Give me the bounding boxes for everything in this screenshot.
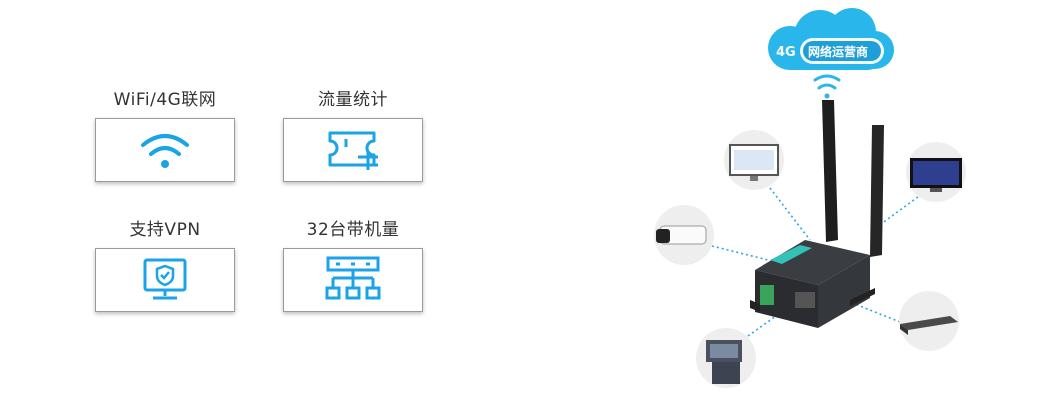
feature-label: 流量统计 <box>318 90 388 110</box>
feature-vpn: 支持VPN <box>95 218 235 312</box>
feature-label: 支持VPN <box>129 220 201 240</box>
feature-label: 32台带机量 <box>306 220 400 240</box>
traffic-ticket-icon <box>328 131 378 170</box>
signal-icon <box>813 74 841 99</box>
cloud-tag: 4G <box>776 45 796 60</box>
switch-device <box>899 291 959 351</box>
cloud-icon <box>768 8 894 70</box>
feature-box <box>95 248 235 312</box>
kiosk-device <box>696 328 756 388</box>
feature-box <box>283 248 423 312</box>
feature-capacity: 32台带机量 <box>283 218 423 312</box>
feature-traffic: 流量统计 <box>283 88 423 182</box>
router-device <box>750 100 884 328</box>
vpn-shield-icon <box>143 258 187 300</box>
connector-lines <box>711 187 923 337</box>
monitor-device <box>724 130 784 190</box>
feature-box <box>95 118 235 182</box>
feature-box <box>283 118 423 182</box>
router-diagram: 4G 网络运营商 <box>654 8 966 388</box>
camera-device <box>654 205 714 265</box>
tv-device <box>906 142 966 202</box>
feature-label: WiFi/4G联网 <box>113 90 217 110</box>
cloud-label: 网络运营商 <box>808 44 868 59</box>
network-topology-icon <box>325 256 381 300</box>
feature-wifi: WiFi/4G联网 <box>95 88 235 182</box>
wifi-icon <box>141 134 189 168</box>
